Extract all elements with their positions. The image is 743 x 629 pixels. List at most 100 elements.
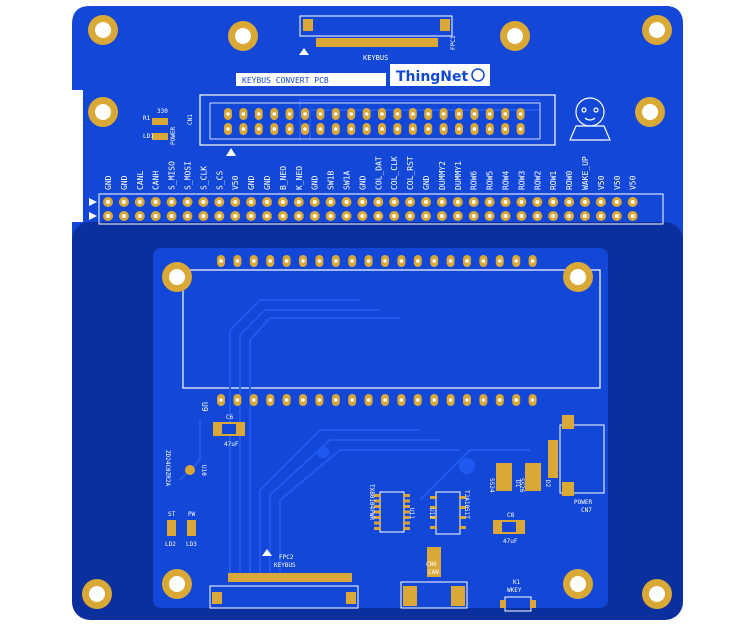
cn1-pin-hole [318, 127, 323, 131]
header-label: COL_RST [406, 156, 415, 190]
header-pin-hole [217, 200, 222, 204]
cn1-pin-hole [303, 127, 307, 131]
u9-pin-hole [252, 398, 256, 402]
d2-diode [525, 463, 541, 491]
c6-capacitor-body [222, 424, 236, 434]
u9-pin-hole [514, 398, 518, 402]
header-pin-hole [551, 214, 556, 218]
header-label: DUMMY1 [454, 161, 463, 190]
header-pin-hole [487, 200, 492, 204]
header-label: V50 [629, 175, 638, 190]
label-u12: U12 [428, 508, 435, 519]
u9-pin-hole [334, 398, 338, 402]
u9-pin-hole [284, 398, 289, 402]
header-pin-hole [598, 214, 603, 218]
header-label: CANL [136, 171, 145, 190]
cn1-pin-hole [503, 112, 508, 116]
cn1-pin-hole [380, 127, 384, 131]
label-c8-value: 47uF [503, 538, 518, 545]
header-pin-hole [598, 200, 603, 204]
header-pin-hole [408, 200, 413, 204]
cn1-pin-hole [272, 112, 277, 116]
cn1-pin-hole [457, 112, 461, 116]
header-pin-hole [455, 200, 460, 204]
cn1-pin-hole [411, 127, 415, 131]
header-pin-hole [503, 214, 508, 218]
header-pin-hole [519, 200, 524, 204]
brand-logo-icon [471, 68, 485, 82]
cn1-pin-hole [349, 112, 354, 116]
cn1-pin-hole [472, 127, 477, 131]
header-pins [103, 197, 638, 221]
header-label: CANH [152, 171, 161, 190]
u9-pin-hole [350, 398, 355, 402]
header-label: SW1A [343, 171, 352, 190]
header-label: SW1B [327, 171, 336, 190]
label-cn6: CN6 [426, 561, 437, 568]
label-ld2: LD2 [165, 541, 176, 548]
label-c6-value: 47uF [224, 441, 239, 448]
u9-pin-hole [383, 398, 387, 402]
ld2-led [167, 520, 176, 536]
label-fpc2: FPC2 [279, 554, 294, 561]
ic-pad [374, 499, 381, 503]
u9-pin-hole [301, 398, 305, 402]
header-label: V50 [613, 175, 622, 190]
header-label: S_CS [215, 171, 224, 190]
header-pin-hole [551, 200, 556, 204]
label-cn1: CN1 [187, 114, 194, 125]
u9-pin-hole [268, 398, 273, 402]
label-st: ST [168, 511, 176, 518]
u9-pin-hole [465, 398, 469, 402]
header-pin-hole [344, 200, 349, 204]
cn1-pin-hole [287, 127, 292, 131]
u9-pin-hole [366, 259, 371, 263]
label-can: CAN [428, 569, 439, 576]
u9-pin-hole [481, 398, 486, 402]
header-pin-hole [233, 200, 238, 204]
header-pin-hole [567, 200, 572, 204]
header-label: GND [422, 175, 431, 190]
header-pin-hole [265, 200, 269, 204]
header-label: ROW6 [470, 171, 479, 190]
label-ss26: SS26 [518, 478, 525, 493]
header-pin-hole [106, 200, 110, 204]
cn1-pin-hole [395, 112, 400, 116]
ic-pad [459, 506, 466, 509]
header-pin-hole [185, 200, 190, 204]
cn1-pins [224, 108, 525, 135]
lower-panel [153, 248, 608, 608]
pin1-marker [89, 198, 97, 206]
brand-box [390, 64, 490, 86]
u9-pin-hole [383, 259, 387, 263]
ic-pad [430, 526, 437, 529]
cn1-pin-hole [518, 112, 523, 116]
u9-pin-hole [416, 259, 420, 263]
via-pad [317, 446, 329, 458]
mascot-logo-icon [569, 97, 611, 141]
cn6-connector [400, 581, 468, 609]
header-label: S_MOSI [184, 161, 193, 190]
label-u10-part: ZD24C0ZR2A [164, 450, 171, 487]
label-keybus-top: KEYBUS [363, 54, 388, 62]
cn1-pin-hole [318, 112, 323, 116]
ic-pad [403, 499, 410, 503]
cn6-pad-right [451, 586, 465, 606]
label-k1: K1 [513, 579, 521, 586]
cn1-pin-hole [257, 112, 261, 116]
cn1-pin-hole [303, 112, 307, 116]
header-pin-hole [233, 214, 238, 218]
u9-pin-hole [219, 259, 223, 263]
header-label: ROW1 [549, 171, 558, 190]
label-wkey: WKEY [507, 587, 522, 594]
label-cn7: CN7 [581, 507, 592, 514]
cn1-pin-hole [226, 127, 230, 131]
ic-pad [374, 494, 381, 497]
u9-pin-hole [366, 398, 371, 402]
cn7-pins [548, 440, 558, 478]
header-label: ROW0 [565, 171, 574, 190]
u9-pin-hole [252, 259, 256, 263]
header-pin-hole [583, 214, 587, 218]
label-u11-part: TXB0104PWR [368, 484, 375, 521]
ic-pad [430, 516, 437, 519]
